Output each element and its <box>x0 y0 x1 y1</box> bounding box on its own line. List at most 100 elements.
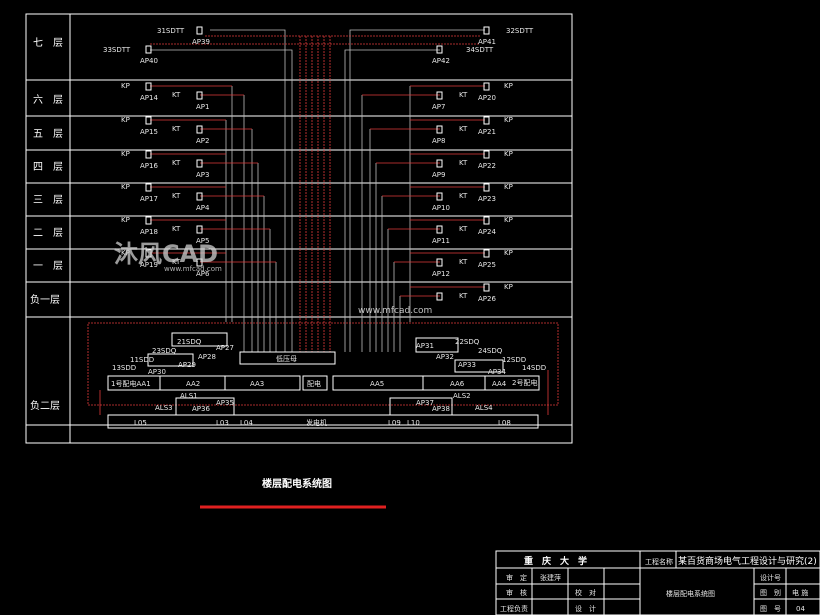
svg-text:12SDD: 12SDD <box>502 356 526 364</box>
svg-text:AP22: AP22 <box>478 162 496 170</box>
svg-text:21SDQ: 21SDQ <box>177 338 202 346</box>
svg-text:ALS1: ALS1 <box>180 392 198 400</box>
svg-text:KP: KP <box>504 150 513 158</box>
svg-text:AP38: AP38 <box>432 405 450 413</box>
svg-text:AA6: AA6 <box>450 380 465 388</box>
floor-label-3: 三 层 <box>33 194 63 206</box>
svg-text:配电: 配电 <box>307 379 321 388</box>
svg-text:AP27: AP27 <box>216 344 234 352</box>
svg-text:AP28: AP28 <box>198 353 216 361</box>
distribution-boxes <box>145 26 490 301</box>
svg-text:设计号: 设计号 <box>760 573 781 582</box>
svg-text:AP8: AP8 <box>432 137 445 145</box>
svg-text:图 号: 图 号 <box>760 605 781 613</box>
svg-text:AP3: AP3 <box>196 171 209 179</box>
svg-text:L04: L04 <box>240 419 253 427</box>
svg-text:AP33: AP33 <box>458 361 476 369</box>
svg-text:KT: KT <box>459 192 468 200</box>
lv-bus-box <box>239 351 336 365</box>
svg-text:AP19: AP19 <box>140 261 158 269</box>
svg-text:AP24: AP24 <box>478 228 496 236</box>
svg-text:KT: KT <box>172 91 181 99</box>
svg-text:KT: KT <box>172 125 181 133</box>
school-name: 重 庆 大 学 <box>524 555 587 567</box>
title-block <box>495 550 820 615</box>
svg-text:KT: KT <box>459 91 468 99</box>
svg-text:AP9: AP9 <box>432 171 445 179</box>
svg-text:AP26: AP26 <box>478 295 496 303</box>
svg-text:AP6: AP6 <box>196 270 210 278</box>
label-33sdtt: 33SDTT <box>103 46 131 54</box>
svg-text:KP: KP <box>121 116 130 124</box>
svg-text:KT: KT <box>172 225 181 233</box>
svg-text:KP: KP <box>121 150 130 158</box>
branch-lines-left <box>150 85 276 263</box>
svg-text:AP2: AP2 <box>196 137 209 145</box>
svg-text:ALS2: ALS2 <box>453 392 471 400</box>
svg-text:13SDD: 13SDD <box>112 364 136 372</box>
svg-text:AP1: AP1 <box>196 103 209 111</box>
watermark: 沐风CAD www.mfcad.com www.mfcad.com <box>114 240 432 316</box>
svg-text:KP: KP <box>121 82 130 90</box>
project-label: 工程名称 <box>645 557 673 566</box>
svg-text:AP30: AP30 <box>148 368 166 376</box>
label-ap40: AP40 <box>140 57 158 65</box>
svg-text:设 计: 设 计 <box>575 604 596 613</box>
floor-dividers <box>26 79 572 426</box>
basement-labels: 21SDQ AP27 23SDQ AP28 11SDD AP29 13SDD A… <box>111 338 546 427</box>
basement-switchgear <box>87 322 559 429</box>
svg-text:AP10: AP10 <box>432 204 450 212</box>
svg-text:AP34: AP34 <box>488 368 506 376</box>
label-31sdtt: 31SDTT <box>157 27 185 35</box>
feeder-risers-right <box>344 29 485 352</box>
label-ap42: AP42 <box>432 57 450 65</box>
svg-text:低压母: 低压母 <box>276 354 297 363</box>
svg-text:KT: KT <box>459 292 468 300</box>
label-ap41: AP41 <box>478 38 496 46</box>
svg-text:AA2: AA2 <box>186 380 200 388</box>
svg-text:KT: KT <box>459 159 468 167</box>
svg-text:AP18: AP18 <box>140 228 158 236</box>
label-ap39: AP39 <box>192 38 210 46</box>
svg-text:KP: KP <box>121 216 130 224</box>
svg-text:发电机: 发电机 <box>306 418 327 427</box>
title-block-text: 重 庆 大 学 工程名称 某百货商场电气工程设计与研究(2) 审 定 张建萍 设… <box>500 555 817 613</box>
floor-label-b2: 负二层 <box>30 399 60 412</box>
svg-text:AA3: AA3 <box>250 380 264 388</box>
svg-text:L05: L05 <box>134 419 147 427</box>
svg-text:AP35: AP35 <box>216 399 234 407</box>
project-name: 某百货商场电气工程设计与研究(2) <box>678 555 817 567</box>
svg-text:04: 04 <box>796 605 805 613</box>
svg-text:KP: KP <box>504 116 513 124</box>
svg-text:AP5: AP5 <box>196 237 209 245</box>
svg-text:KT: KT <box>459 258 468 266</box>
watermark-url-1: www.mfcad.com <box>164 265 222 273</box>
emergency-risers <box>150 35 480 352</box>
svg-text:工程负责: 工程负责 <box>500 604 528 613</box>
svg-text:2号配电: 2号配电 <box>512 378 537 387</box>
svg-text:AP12: AP12 <box>432 270 450 278</box>
svg-text:L09: L09 <box>388 419 401 427</box>
svg-text:L03: L03 <box>216 419 229 427</box>
svg-text:AP20: AP20 <box>478 94 496 102</box>
svg-text:KP: KP <box>504 216 513 224</box>
svg-text:AP36: AP36 <box>192 405 210 413</box>
left-floor-labels: KP AP14 KT AP1 KP AP15 KT AP2 KP AP16 KT… <box>121 82 210 278</box>
svg-text:AA5: AA5 <box>370 380 384 388</box>
svg-text:AP4: AP4 <box>196 204 210 212</box>
svg-text:图 别: 图 别 <box>760 588 781 597</box>
svg-text:电 施: 电 施 <box>792 588 808 597</box>
svg-text:AP37: AP37 <box>416 399 434 407</box>
floor-label-b1: 负一层 <box>30 293 60 306</box>
svg-text:张建萍: 张建萍 <box>540 573 561 582</box>
svg-text:24SDQ: 24SDQ <box>478 347 503 355</box>
svg-text:AP31: AP31 <box>416 342 434 350</box>
floor-label-6: 六 层 <box>33 94 63 106</box>
svg-text:审 定: 审 定 <box>506 573 527 582</box>
svg-text:11SDD: 11SDD <box>130 356 154 364</box>
right-floor-labels: KT AP7 KP AP20 KT AP8 KP AP21 KT AP9 KP … <box>432 82 513 303</box>
svg-text:AP25: AP25 <box>478 261 496 269</box>
svg-text:审 核: 审 核 <box>506 588 527 597</box>
